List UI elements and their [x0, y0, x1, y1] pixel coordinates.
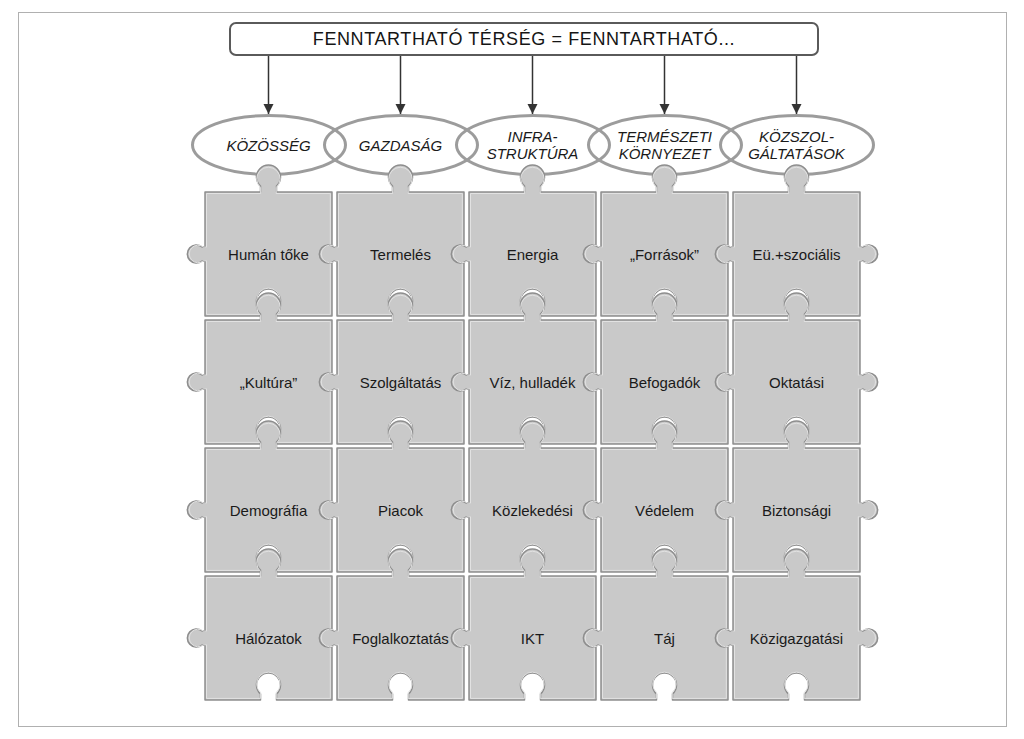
arrow-connector — [268, 56, 270, 114]
piece-label: Közlekedési — [492, 502, 573, 519]
piece-label: Víz, hulladék — [490, 374, 576, 391]
arrow-connector — [796, 56, 798, 114]
piece-label: Demográfia — [230, 502, 308, 519]
puzzle-piece: Táj — [601, 576, 728, 700]
category-label: KÖZSZOL- GÁLTATÁSOK — [745, 128, 849, 162]
arrow-connector — [532, 56, 534, 114]
puzzle-piece: Foglalkoztatás — [337, 576, 464, 700]
piece-label: Oktatási — [769, 374, 824, 391]
piece-label: Biztonsági — [762, 502, 831, 519]
piece-label: Foglalkoztatás — [352, 630, 449, 647]
title-box: FENNTARTHATÓ TÉRSÉG = FENNTARTHATÓ... — [229, 22, 819, 56]
piece-label: Hálózatok — [235, 630, 302, 647]
arrow-connector — [664, 56, 666, 114]
piece-label: Eü.+szociális — [753, 246, 841, 263]
category-label: TERMÉSZETI KÖRNYEZET — [613, 128, 717, 162]
piece-label: Humán tőke — [228, 246, 309, 263]
category-label: INFRA- STRUKTÚRA — [481, 128, 585, 162]
arrow-connector — [400, 56, 402, 114]
piece-label: „Források” — [630, 246, 699, 263]
piece-label: Közigazgatási — [750, 630, 843, 647]
category-label: GAZDASÁG — [349, 137, 453, 154]
category-label: KÖZÖSSÉG — [217, 137, 321, 154]
title-text: FENNTARTHATÓ TÉRSÉG = FENNTARTHATÓ... — [313, 29, 735, 50]
piece-label: Védelem — [635, 502, 694, 519]
piece-label: IKT — [521, 630, 544, 647]
puzzle-piece: Közigazgatási — [733, 576, 860, 700]
piece-label: Táj — [654, 630, 675, 647]
puzzle-piece: Hálózatok — [205, 576, 332, 700]
piece-label: Szolgáltatás — [360, 374, 442, 391]
piece-label: Piacok — [378, 502, 423, 519]
puzzle-piece: IKT — [469, 576, 596, 700]
piece-label: „Kultúra” — [240, 374, 298, 391]
piece-label: Energia — [507, 246, 559, 263]
piece-label: Befogadók — [629, 374, 701, 391]
piece-label: Termelés — [370, 246, 431, 263]
